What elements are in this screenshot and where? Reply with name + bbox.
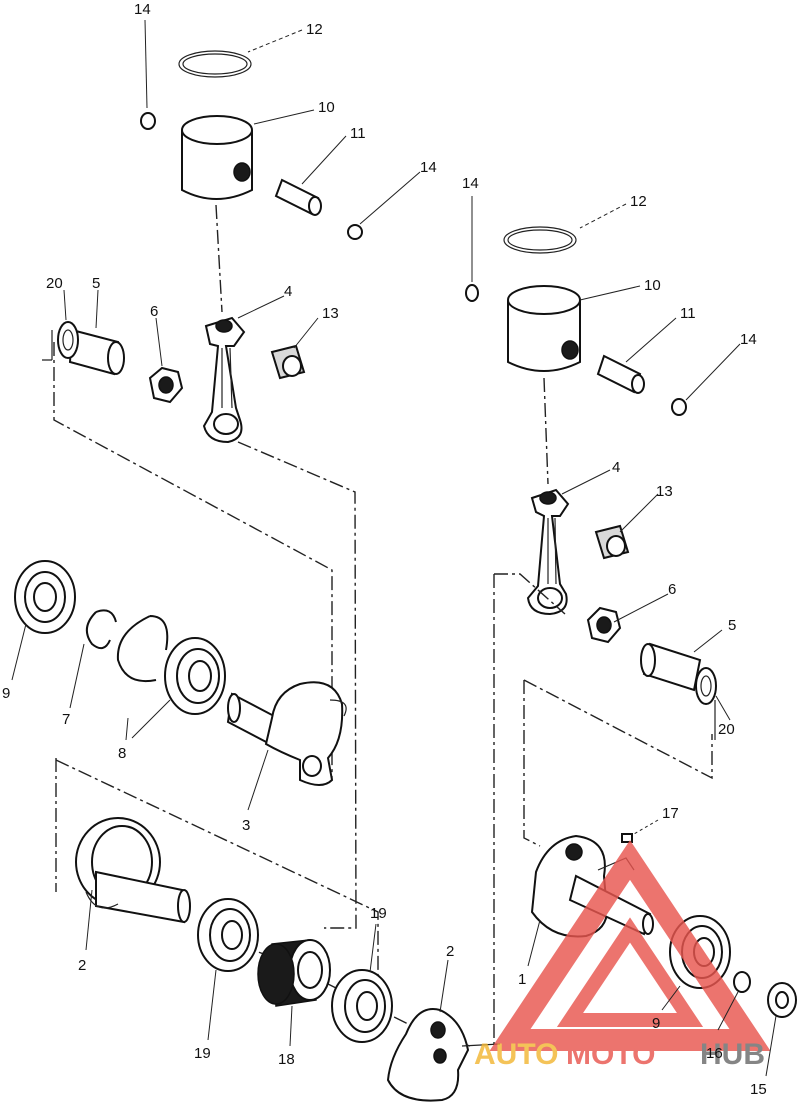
centerline-right-piston: [543, 377, 549, 485]
assembly-line-right-c: [523, 680, 541, 847]
callout-9: 9: [652, 1015, 660, 1032]
needle-bearing-right: [594, 524, 630, 560]
piston-ring-right: [503, 226, 577, 254]
callout-20: 20: [718, 721, 735, 738]
callout-12: 12: [306, 21, 323, 38]
callout-5: 5: [92, 275, 100, 292]
leader-lines: [11, 19, 777, 1077]
nut-right: [586, 606, 622, 644]
nut-left: [148, 366, 184, 404]
callout-19: 19: [194, 1045, 211, 1062]
crankshaft-half-2-left: [75, 817, 191, 924]
needle-bearing-left: [270, 344, 306, 380]
connecting-rod-right: [526, 488, 570, 616]
piston-pin-left: [274, 178, 322, 216]
piston-right: [507, 285, 581, 372]
bracket-left: [42, 330, 53, 361]
callout-6: 6: [150, 303, 158, 320]
callout-6: 6: [668, 581, 676, 598]
assembly-line-right-b: [494, 573, 566, 615]
circlip-right-a: [465, 284, 479, 302]
callout-4: 4: [284, 283, 292, 300]
callout-14: 14: [420, 159, 437, 176]
crankshaft-half-2-center: [386, 1008, 501, 1102]
callout-9: 9: [2, 685, 10, 702]
callout-3: 3: [242, 817, 250, 834]
callout-14: 14: [462, 175, 479, 192]
woodruff-key-17: [621, 833, 633, 843]
assembly-line-left-b: [237, 441, 357, 929]
callout-20: 20: [46, 275, 63, 292]
watermark-moto: MOTO: [566, 1038, 655, 1071]
assembly-line-right-d: [523, 679, 713, 780]
callout-14: 14: [740, 331, 757, 348]
oil-seal-18: [257, 939, 331, 1007]
callout-19: 19: [370, 905, 387, 922]
callout-labels: 14 12 10 11 14 20 5 6 4 13 14 12 10 11 1…: [2, 1, 767, 1098]
automotohub-watermark: AUTO MOTO HUB: [474, 840, 771, 1071]
watermark-auto: AUTO: [474, 1038, 558, 1071]
callout-10: 10: [318, 99, 335, 116]
callout-11: 11: [680, 305, 696, 322]
callout-11: 11: [350, 125, 366, 142]
watermark-hub: HUB: [700, 1038, 765, 1071]
bearing-19-right: [331, 969, 393, 1043]
watermark-triangle-icon: [489, 840, 771, 1051]
crankshaft-half-3: [226, 681, 347, 786]
piston-pin-right: [596, 354, 645, 394]
lock-washer-16: [733, 971, 751, 993]
centerline-left-piston: [215, 204, 223, 313]
circlip-left-b: [347, 224, 363, 240]
callout-4: 4: [612, 459, 620, 476]
callout-15: 15: [750, 1081, 767, 1098]
callout-17: 17: [662, 805, 679, 822]
bearing-8: [164, 637, 226, 715]
callout-1: 1: [518, 971, 526, 988]
bearing-left-9: [14, 560, 76, 634]
callout-2: 2: [78, 957, 86, 974]
callout-13: 13: [656, 483, 673, 500]
callout-8: 8: [118, 745, 126, 762]
assembly-line-left-a: [53, 342, 333, 780]
circlip-right-b: [671, 398, 687, 416]
callout-7: 7: [62, 711, 70, 728]
callout-12: 12: [630, 193, 647, 210]
callout-10: 10: [644, 277, 661, 294]
crank-pin-left: [57, 321, 125, 376]
snap-ring-8: [116, 615, 169, 682]
piston-left: [181, 115, 253, 200]
callout-16: 16: [706, 1045, 723, 1062]
callout-5: 5: [728, 617, 736, 634]
connecting-rod-left: [202, 316, 246, 444]
callout-14: 14: [134, 1, 151, 18]
circlip-left-a: [140, 112, 156, 130]
callout-18: 18: [278, 1051, 295, 1068]
bearing-19-left: [197, 898, 259, 972]
piston-ring-left: [178, 50, 252, 78]
crank-pin-right: [640, 642, 717, 705]
watermark-inner-triangle-icon: [556, 917, 704, 1027]
nut-15: [767, 982, 797, 1018]
callout-13: 13: [322, 305, 339, 322]
callout-2: 2: [446, 943, 454, 960]
circlip-7: [85, 609, 117, 650]
